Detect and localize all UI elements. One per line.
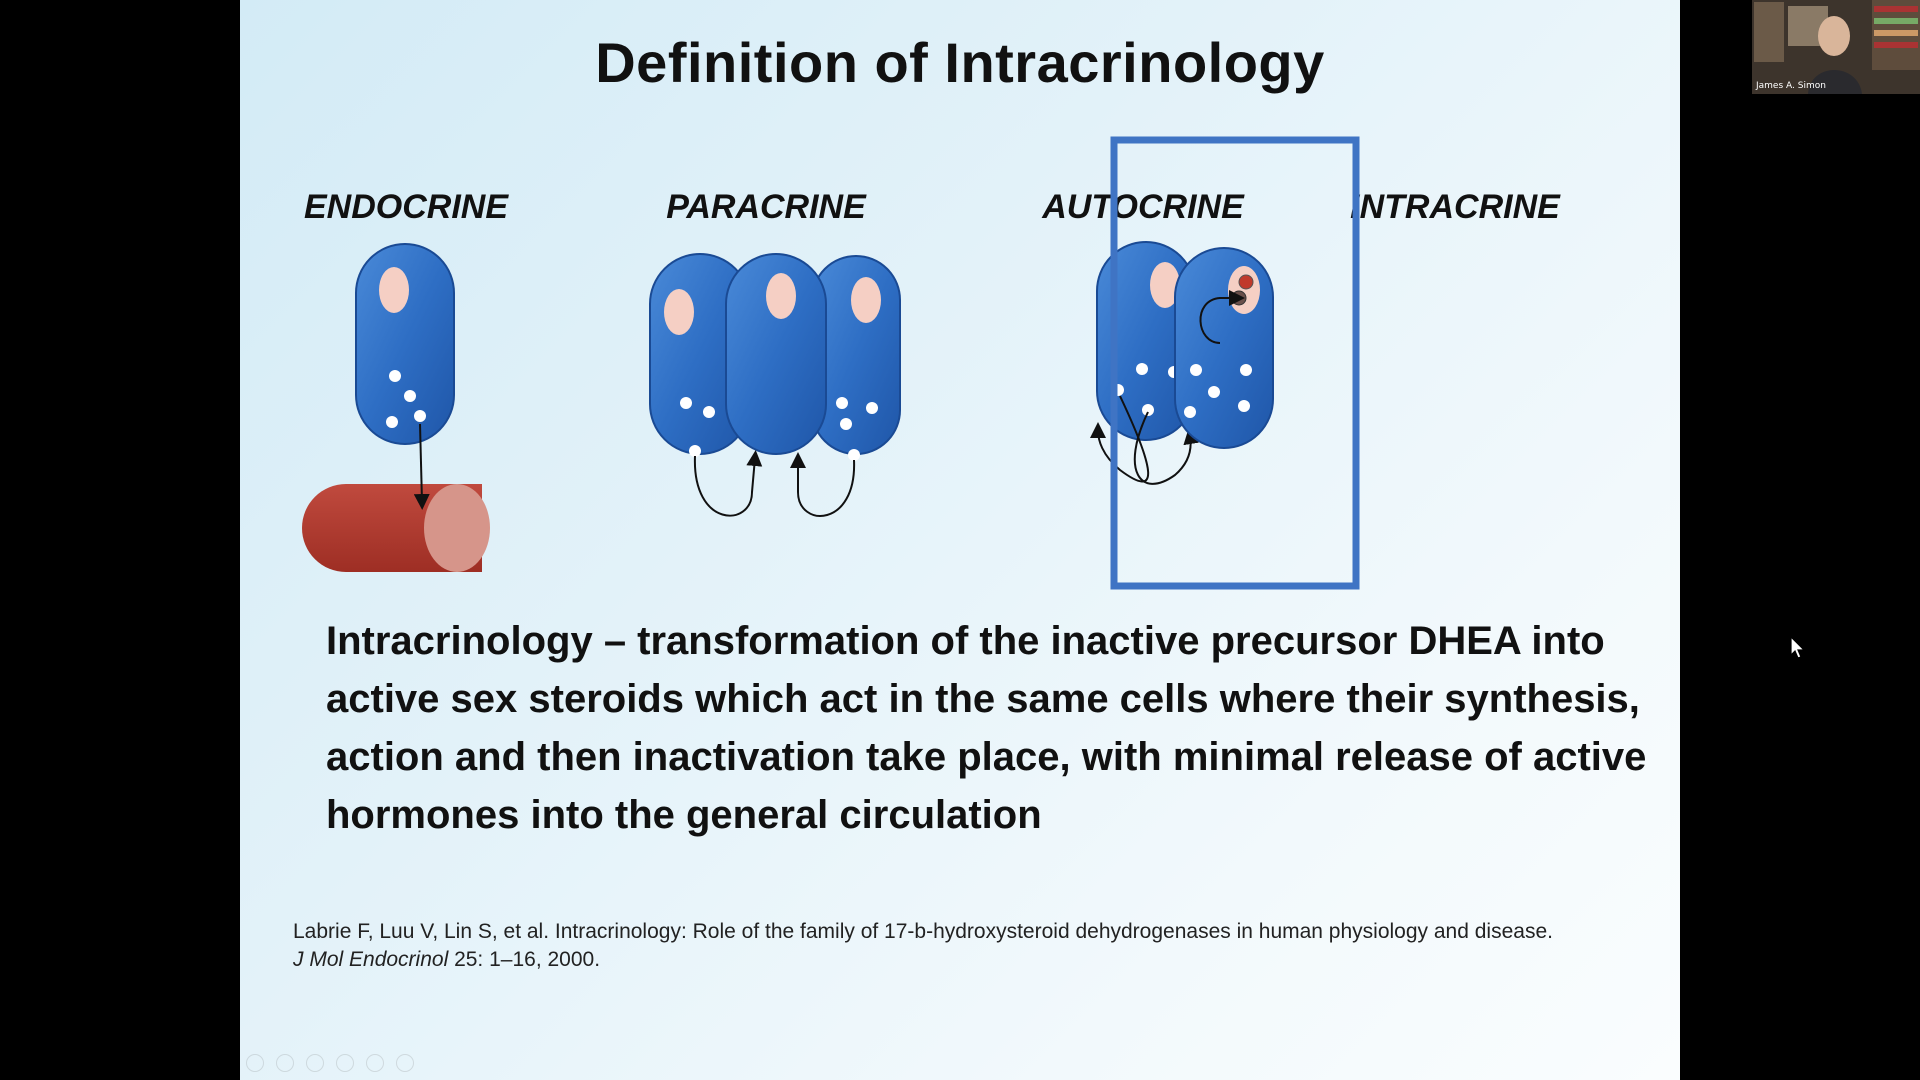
intracrine-diagram (1110, 136, 1360, 590)
more-icon[interactable] (396, 1054, 414, 1072)
paracrine-cell-center (725, 253, 827, 455)
endocrine-cell (355, 243, 455, 445)
signaling-diagrams (302, 136, 1360, 590)
webcam-video (1752, 0, 1920, 94)
prev-slide-icon[interactable] (246, 1054, 264, 1072)
definition-text: Intracrinology – transformation of the i… (326, 619, 1647, 837)
slide-title: Definition of Intracrinology (595, 31, 1325, 94)
participant-face (1818, 16, 1850, 56)
participant-name: James A. Simon (1756, 81, 1826, 91)
slides-icon[interactable] (366, 1054, 384, 1072)
label-paracrine: PARACRINE (666, 188, 866, 226)
mouse-pointer-icon (1790, 636, 1806, 659)
zoom-icon[interactable] (336, 1054, 354, 1072)
citation-details: 25: 1–16, 2000. (448, 948, 601, 971)
presenter-toolbar[interactable] (246, 1054, 414, 1072)
endocrine-nucleus (379, 267, 409, 313)
presentation-slide: Definition of Intracrinology ENDOCRINE P… (240, 0, 1680, 1080)
citation-line1: Labrie F, Luu V, Lin S, et al. Intracrin… (293, 920, 1553, 943)
citation-journal: J Mol Endocrinol (293, 948, 449, 971)
label-intracrine: INTRACRINE (1350, 188, 1560, 226)
label-endocrine: ENDOCRINE (303, 188, 509, 226)
citation-line2: J Mol Endocrinol 25: 1–16, 2000. (293, 946, 1673, 974)
label-autocrine: AUTOCRINE (1042, 188, 1244, 226)
citation: Labrie F, Luu V, Lin S, et al. Intracrin… (293, 918, 1673, 974)
participant-shirt (1808, 70, 1862, 94)
next-slide-icon[interactable] (276, 1054, 294, 1072)
intracrine-highlight-frame (1110, 136, 1360, 590)
blood-vessel-opening (424, 484, 490, 572)
endocrine-diagram (302, 243, 490, 572)
pen-icon[interactable] (306, 1054, 324, 1072)
webcam-thumbnail[interactable]: James A. Simon (1752, 0, 1920, 94)
paracrine-diagram (649, 253, 901, 517)
